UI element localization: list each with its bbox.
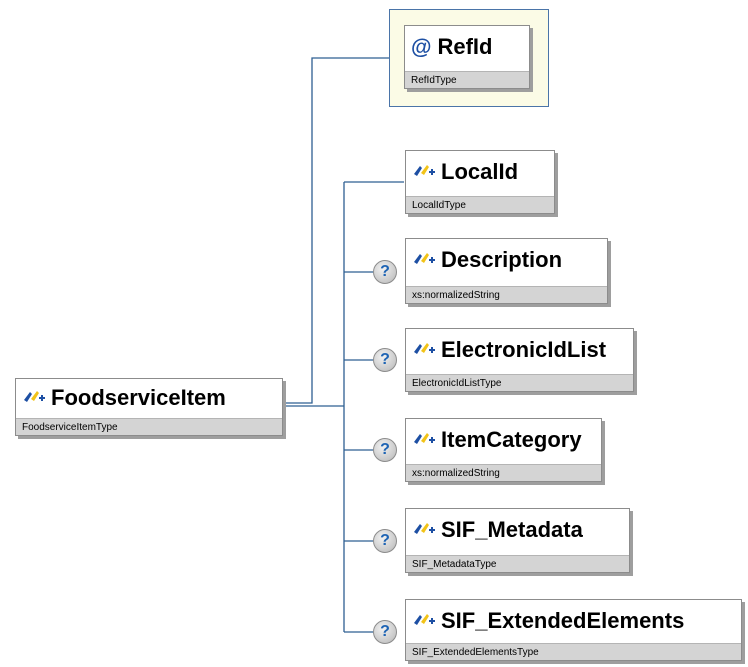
question-mark-icon: ? bbox=[373, 438, 397, 462]
element-sif-extendedelements-box[interactable]: SIF_ExtendedElements SIF_ExtendedElement… bbox=[405, 599, 742, 661]
element-itemcategory-name: ItemCategory bbox=[441, 427, 582, 452]
attribute-refid-name: RefId bbox=[437, 34, 493, 59]
element-electronicidlist-type: ElectronicIdListType bbox=[406, 374, 633, 391]
element-localid-box[interactable]: LocalId LocalIdType bbox=[405, 150, 555, 214]
question-mark-icon: ? bbox=[373, 529, 397, 553]
attribute-refid-type: RefIdType bbox=[405, 71, 529, 88]
element-description-name: Description bbox=[441, 247, 563, 272]
question-mark-icon: ? bbox=[373, 260, 397, 284]
element-sif-extendedelements-type: SIF_ExtendedElementsType bbox=[406, 643, 741, 660]
element-description-type: xs:normalizedString bbox=[406, 286, 607, 303]
element-electronicidlist-name: ElectronicIdList bbox=[441, 337, 607, 362]
element-icon bbox=[414, 343, 435, 354]
element-icon bbox=[24, 391, 45, 402]
question-mark-icon: ? bbox=[373, 620, 397, 644]
element-sif-metadata-name: SIF_Metadata bbox=[441, 517, 583, 542]
element-localid-name: LocalId bbox=[441, 159, 519, 184]
element-icon bbox=[414, 433, 435, 444]
element-icon bbox=[414, 614, 435, 625]
element-icon bbox=[414, 253, 435, 264]
element-description-box[interactable]: Description xs:normalizedString bbox=[405, 238, 608, 304]
element-electronicidlist-box[interactable]: ElectronicIdList ElectronicIdListType bbox=[405, 328, 634, 392]
root-element-type: FoodserviceItemType bbox=[16, 418, 282, 435]
element-sif-metadata-type: SIF_MetadataType bbox=[406, 555, 629, 572]
element-sif-extendedelements-name: SIF_ExtendedElements bbox=[441, 608, 685, 633]
root-element-box[interactable]: FoodserviceItem FoodserviceItemType bbox=[15, 378, 283, 436]
element-icon bbox=[414, 165, 435, 176]
element-icon bbox=[414, 523, 435, 534]
element-itemcategory-box[interactable]: ItemCategory xs:normalizedString bbox=[405, 418, 602, 482]
element-sif-metadata-box[interactable]: SIF_Metadata SIF_MetadataType bbox=[405, 508, 630, 573]
at-sign-icon: @ bbox=[411, 35, 432, 59]
root-element-name: FoodserviceItem bbox=[51, 385, 226, 410]
question-mark-icon: ? bbox=[373, 348, 397, 372]
attribute-refid-box[interactable]: @ RefId RefIdType bbox=[404, 25, 530, 89]
element-itemcategory-type: xs:normalizedString bbox=[406, 464, 601, 481]
connector-root-to-attribute bbox=[285, 57, 389, 404]
element-localid-type: LocalIdType bbox=[406, 196, 554, 213]
